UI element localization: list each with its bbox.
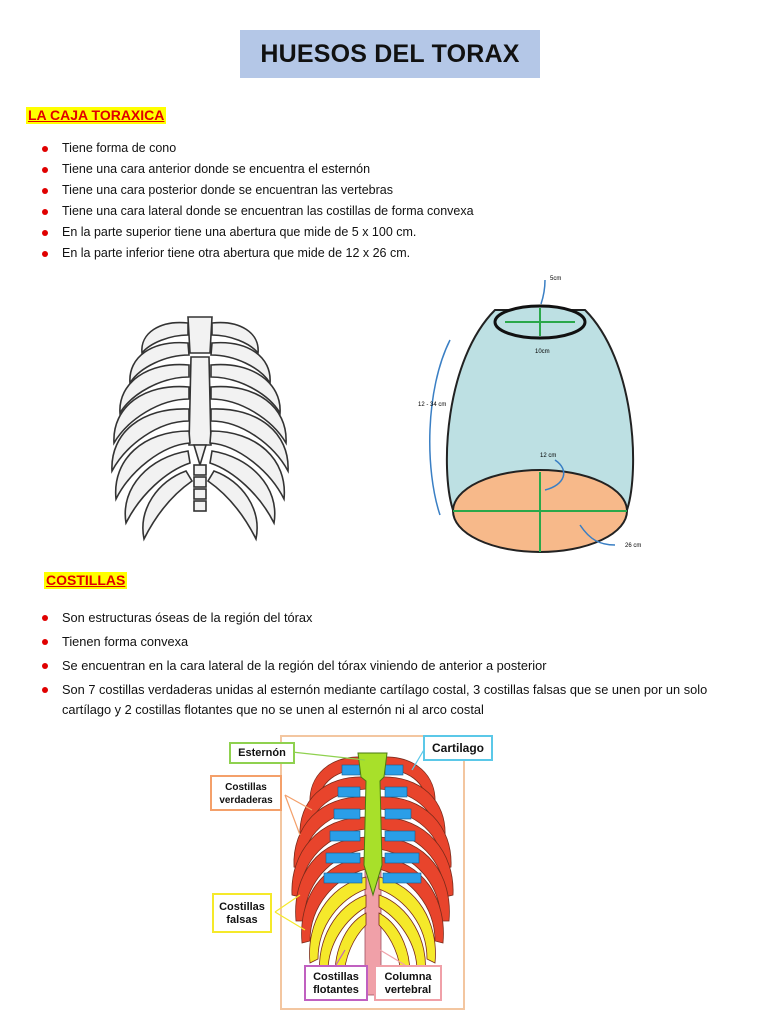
label-false-ribs: Costillas falsas (212, 893, 272, 933)
title-box: HUESOS DEL TORAX (240, 30, 540, 78)
list-item: Tiene forma de cono (40, 140, 740, 161)
list-item: Tienen forma convexa (40, 632, 740, 652)
list-item: Tiene una cara posterior donde se encuen… (40, 182, 740, 203)
list-item: Son 7 costillas verdaderas unidas al est… (40, 680, 740, 720)
label-sternum: Esternón (229, 742, 295, 764)
list-item: En la parte inferior tiene otra abertura… (40, 245, 740, 266)
rib-cage-illustration (111, 316, 289, 542)
list-item: Son estructuras óseas de la región del t… (40, 608, 740, 628)
label-true-ribs: Costillas verdaderas (210, 775, 282, 811)
label-floating-ribs: Costillas flotantes (304, 965, 368, 1001)
list-item: Tiene una cara lateral donde se encuentr… (40, 203, 740, 224)
page-title: HUESOS DEL TORAX (260, 39, 520, 68)
label-spine: Columna vertebral (374, 965, 442, 1001)
thorax-cone-diagram: 5cm 10cm 12 - 34 cm 12 cm 26 cm (418, 276, 641, 553)
colored-ribs-diagram (280, 735, 465, 1010)
cone-height: 12 - 34 cm (418, 402, 446, 408)
cone-top-depth: 5cm (550, 276, 561, 282)
cone-bottom-depth: 12 cm (540, 453, 556, 459)
section-heading-caja-toraxica: LA CAJA TORAXICA (26, 107, 167, 124)
list-item: En la parte superior tiene una abertura … (40, 224, 740, 245)
caja-toraxica-list: Tiene forma de cono Tiene una cara anter… (40, 140, 740, 266)
cone-bottom-width: 26 cm (625, 543, 641, 549)
list-item: Se encuentran en la cara lateral de la r… (40, 656, 740, 676)
costillas-list: Son estructuras óseas de la región del t… (40, 608, 740, 724)
section-heading-costillas: COSTILLAS (44, 572, 128, 589)
cone-top-width: 10cm (535, 349, 550, 355)
label-cartilage: Cartilago (423, 735, 493, 761)
list-item: Tiene una cara anterior donde se encuent… (40, 161, 740, 182)
